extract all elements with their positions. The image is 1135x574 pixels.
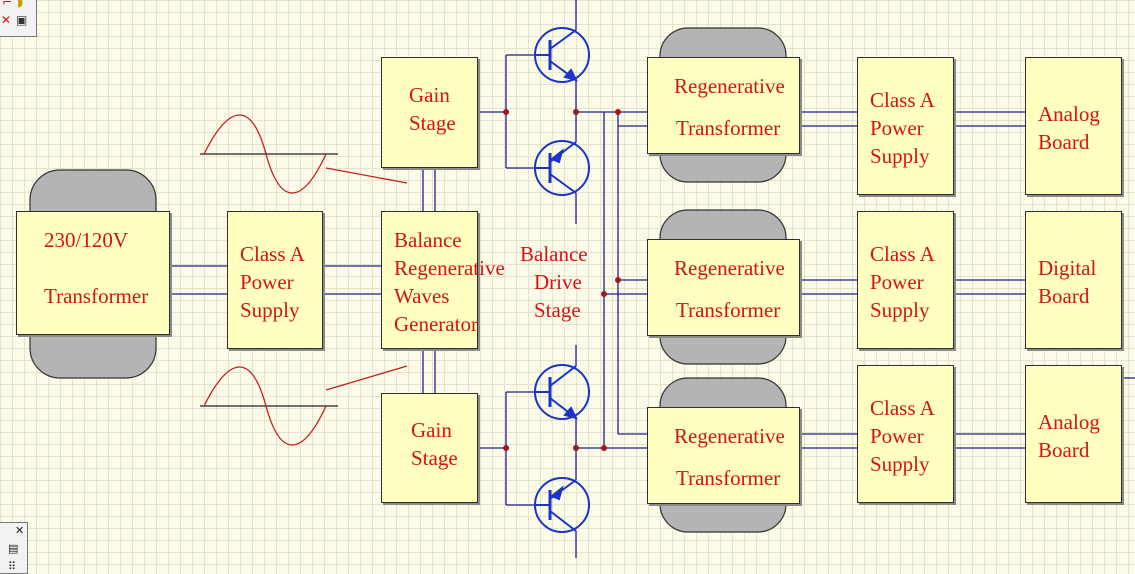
generator-label-3: Waves — [394, 284, 450, 308]
psu-main-label-2: Power — [240, 270, 294, 294]
tool-palette-top: ⌐ ◗ ✕ ▣ — [0, 0, 37, 37]
main-transformer-block[interactable] — [16, 211, 170, 335]
gain-bottom-label-2: Stage — [411, 446, 458, 470]
close-icon[interactable]: ✕ — [15, 524, 25, 537]
generator-label-2: Regenerative — [394, 256, 505, 280]
drive-stage-label-3: Stage — [534, 298, 581, 322]
regen-transformer-3-block[interactable] — [647, 407, 800, 504]
board-2-label-1: Digital — [1038, 256, 1097, 280]
drive-stage-label-2: Drive — [534, 270, 582, 294]
drive-stage-label-1: Balance — [520, 242, 588, 266]
main-transformer-label-2: Transformer — [44, 284, 149, 308]
tool-palette-bottom: ✕ ▤ ⠿ — [0, 522, 28, 574]
psu-3-label-1: Class A — [870, 396, 935, 420]
regen-1-label-1: Regenerative — [674, 74, 785, 98]
transistor-pnp-bottom[interactable] — [534, 477, 590, 533]
gain-bottom-label-1: Gain — [411, 418, 452, 442]
transistor-pnp-top[interactable] — [534, 140, 590, 196]
regen-1-label-2: Transformer — [676, 116, 781, 140]
regen-transformer-1-block[interactable] — [647, 57, 800, 154]
grid-icon[interactable]: ▤ — [8, 542, 19, 555]
gain-top-label-1: Gain — [409, 83, 450, 107]
delete-icon[interactable]: ✕ — [1, 13, 12, 27]
psu-2-block[interactable] — [857, 211, 954, 349]
transistor-npn-bottom[interactable] — [534, 364, 590, 420]
board-1-label-2: Board — [1038, 130, 1090, 154]
cursor-icon[interactable]: ⌐ — [2, 0, 13, 9]
generator-block[interactable] — [381, 211, 478, 349]
psu-3-label-3: Supply — [870, 452, 930, 476]
dots-icon[interactable]: ⠿ — [8, 560, 17, 573]
properties-icon[interactable]: ▣ — [16, 13, 28, 27]
transistor-npn-top[interactable] — [534, 27, 590, 83]
psu-main-label-1: Class A — [240, 242, 305, 266]
board-1-block[interactable] — [1025, 57, 1122, 195]
psu-3-label-2: Power — [870, 424, 924, 448]
psu-1-block[interactable] — [857, 57, 954, 195]
psu-3-block[interactable] — [857, 365, 954, 503]
regen-transformer-2-block[interactable] — [647, 239, 800, 336]
psu-main-label-3: Supply — [240, 298, 300, 322]
waveform-top — [200, 114, 408, 194]
generator-label-1: Balance — [394, 228, 462, 252]
gain-stage-bottom-block[interactable] — [381, 393, 478, 503]
waveform-bottom — [200, 365, 408, 446]
board-3-label-2: Board — [1038, 438, 1090, 462]
gain-stage-top-block[interactable] — [381, 57, 478, 168]
regen-3-label-1: Regenerative — [674, 424, 785, 448]
regen-3-label-2: Transformer — [676, 466, 781, 490]
psu-1-label-3: Supply — [870, 144, 930, 168]
junctions — [503, 109, 621, 451]
regen-2-label-1: Regenerative — [674, 256, 785, 280]
board-2-block[interactable] — [1025, 211, 1122, 349]
psu-2-label-3: Supply — [870, 298, 930, 322]
psu-2-label-1: Class A — [870, 242, 935, 266]
board-3-label-1: Analog — [1038, 410, 1100, 434]
gain-top-label-2: Stage — [409, 111, 456, 135]
board-3-block[interactable] — [1025, 365, 1122, 503]
folder-icon[interactable]: ◗ — [17, 0, 24, 9]
board-1-label-1: Analog — [1038, 102, 1100, 126]
generator-label-4: Generator — [394, 312, 478, 336]
psu-2-label-2: Power — [870, 270, 924, 294]
wires — [169, 0, 1135, 558]
regen-2-label-2: Transformer — [676, 298, 781, 322]
board-2-label-2: Board — [1038, 284, 1090, 308]
psu-1-label-1: Class A — [870, 88, 935, 112]
main-transformer-label-1: 230/120V — [44, 228, 128, 252]
psu-main-block[interactable] — [227, 211, 323, 349]
psu-1-label-2: Power — [870, 116, 924, 140]
